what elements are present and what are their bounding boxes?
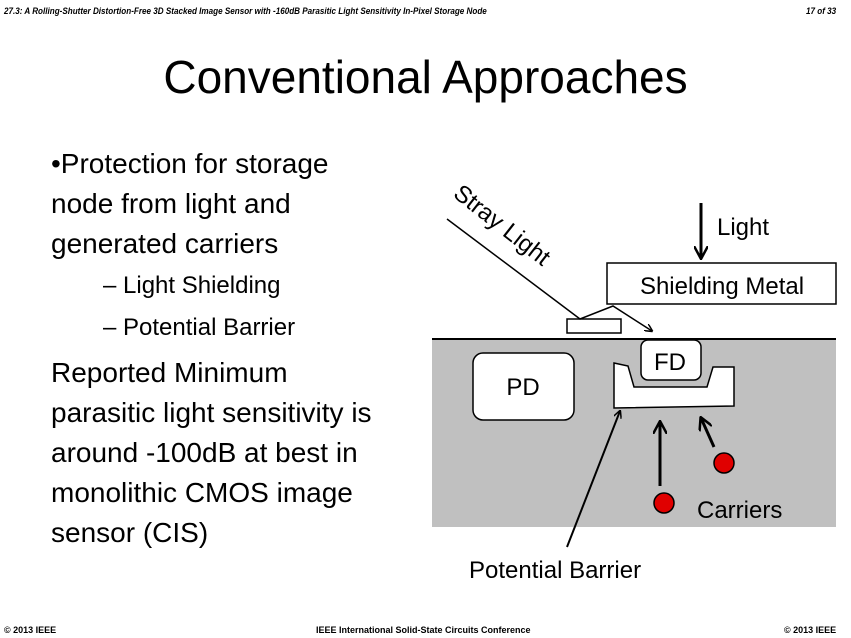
header-paper-title: 27.3: A Rolling-Shutter Distortion-Free … [4, 6, 487, 16]
footer-copyright-right: © 2013 IEEE [784, 625, 837, 635]
potential-barrier-arrow-icon [566, 411, 620, 548]
bullet-protection: •Protection for storage node from light … [51, 144, 329, 264]
text-line: parasitic light sensitivity is [51, 397, 372, 428]
shielding-metal-box [606, 262, 837, 305]
header-page-number: 17 of 33 [806, 6, 837, 16]
footer-conference: IEEE International Solid-State Circuits … [316, 625, 531, 635]
light-label: Light [717, 214, 769, 241]
stray-light-ray-icon [446, 218, 652, 331]
potential-barrier-label: Potential Barrier [469, 557, 641, 584]
shielding-metal-label: Shielding Metal [640, 273, 804, 300]
text-line: monolithic CMOS image [51, 477, 353, 508]
sub-bullet-potential-barrier: – Potential Barrier [103, 314, 296, 341]
fd-box [640, 339, 702, 381]
pd-label: PD [506, 374, 539, 401]
pd-box [472, 352, 575, 421]
text-line: •Protection for storage [51, 148, 329, 179]
carrier-dot [653, 492, 675, 514]
text-line: Reported Minimum [51, 357, 288, 388]
carrier-arrow-icon [701, 418, 716, 448]
text-line: node from light and [51, 188, 291, 219]
footer-copyright-left: © 2013 IEEE [4, 625, 57, 635]
text-line: around -100dB at best in [51, 437, 358, 468]
carriers-label: Carriers [697, 497, 782, 524]
carrier-dot [713, 452, 735, 474]
stray-light-label: Stray Light [448, 179, 555, 271]
text-line: sensor (CIS) [51, 517, 209, 548]
potential-barrier-shape [613, 362, 735, 409]
gate-rect [566, 318, 622, 334]
slide-title: Conventional Approaches [163, 51, 688, 103]
sub-bullet-light-shielding: – Light Shielding [103, 272, 281, 299]
fd-label: FD [654, 349, 686, 376]
bullet-reported-minimum: Reported Minimum parasitic light sensiti… [51, 353, 372, 553]
text-line: generated carriers [51, 228, 279, 259]
